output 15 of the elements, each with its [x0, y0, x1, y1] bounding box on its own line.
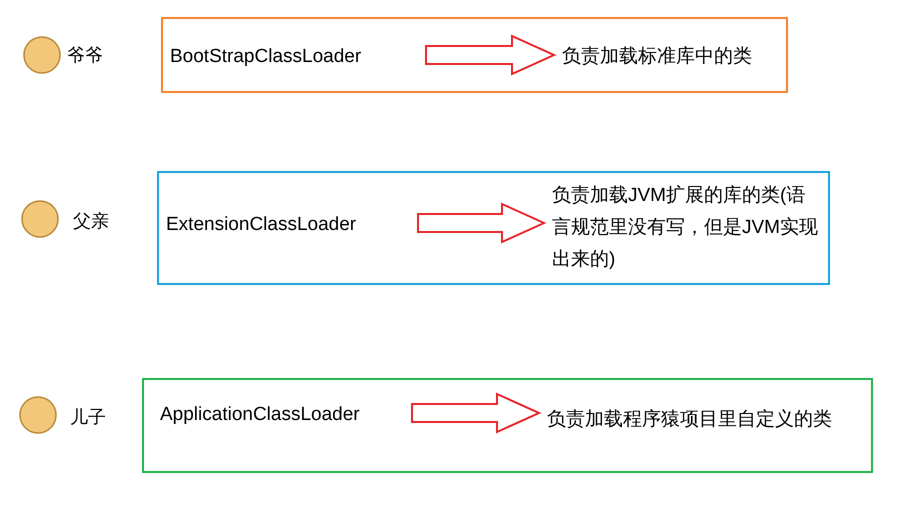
frame-box: [142, 378, 873, 473]
hollow-arrow: [411, 392, 542, 434]
node-text: BootStrapClassLoader: [170, 40, 422, 74]
frame-box: [157, 171, 830, 285]
node-text: ExtensionClassLoader: [166, 208, 414, 242]
node-text: 负责加载标准库中的类: [562, 40, 784, 74]
hollow-arrow: [425, 34, 556, 76]
node-text: ApplicationClassLoader: [160, 398, 408, 432]
role-label: 儿子: [70, 406, 106, 429]
node-text: 负责加载程序猿项目里自定义的类: [547, 403, 871, 437]
node-text: 负责加载JVM扩展的库的类(语言规范里没有写，但是JVM实现出来的): [552, 180, 818, 276]
role-label: 父亲: [73, 210, 109, 233]
frame-box: [161, 17, 788, 93]
role-label: 爷爷: [67, 44, 103, 67]
hollow-arrow: [417, 202, 546, 244]
